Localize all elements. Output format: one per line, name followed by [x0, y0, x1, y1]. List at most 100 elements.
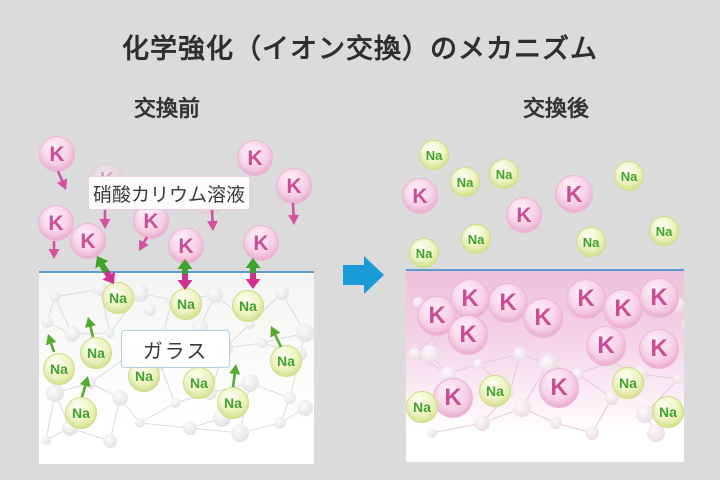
lattice-node: [297, 400, 313, 416]
k-ion: K: [639, 278, 679, 318]
lattice-node: [231, 424, 249, 442]
na-ion: Na: [489, 159, 519, 189]
k-ion: K: [639, 329, 679, 369]
lattice-node: [131, 284, 149, 302]
lattice-node: [275, 286, 289, 300]
na-ion: Na: [43, 353, 75, 385]
na-ion: Na: [232, 290, 264, 322]
after-panel-title: 交換後: [522, 96, 590, 121]
lattice-node: [585, 426, 599, 440]
k-ion: K: [168, 228, 204, 264]
k-ion: K: [39, 136, 75, 172]
k-ion: K: [488, 283, 528, 323]
k-ion: K: [603, 289, 643, 329]
exchange-out-arrow-icon: [95, 256, 109, 274]
exchange-in-arrow-icon: [177, 272, 193, 290]
k-ion: K: [276, 168, 312, 204]
exchange-in-arrow-icon: [245, 271, 261, 289]
right-arrow-icon: [343, 256, 384, 294]
k-down-arrow-icon: [99, 210, 111, 229]
glass-label-box: ガラス: [121, 330, 230, 368]
lattice-node: [284, 392, 296, 404]
k-ion: K: [237, 140, 273, 176]
exchange-out-arrow-icon: [245, 258, 261, 273]
lattice-node: [103, 434, 117, 448]
lattice-bond: [139, 402, 176, 424]
k-down-arrow-icon: [207, 209, 219, 231]
lattice-node: [409, 348, 421, 360]
exchange-out-arrow-icon: [177, 259, 193, 274]
na-up-arrow-icon: [45, 334, 57, 353]
na-ion: Na: [450, 167, 480, 197]
lattice-bond: [99, 288, 111, 334]
lattice-node: [170, 398, 180, 408]
k-ion: K: [433, 378, 473, 418]
k-ion: K: [448, 315, 488, 355]
page-title: 化学強化（イオン交換）のメカニズム: [122, 34, 598, 64]
lattice-node: [550, 417, 562, 429]
k-ion: K: [523, 298, 563, 338]
glass-lattice-before: [41, 282, 314, 448]
k-ion: K: [586, 326, 626, 366]
lattice-node: [513, 347, 527, 361]
lattice-node: [636, 405, 654, 423]
na-ion: Na: [649, 216, 679, 246]
solution-label-text: 硝酸カリウム溶液: [92, 184, 245, 206]
k-down-arrow-icon: [56, 170, 68, 190]
lattice-bond: [54, 288, 101, 298]
k-down-arrow-icon: [288, 202, 300, 225]
lattice-node: [241, 374, 259, 392]
na-up-arrow-icon: [270, 326, 283, 348]
na-ion: Na: [461, 224, 491, 254]
lattice-node: [144, 304, 156, 316]
na-ion: Na: [409, 238, 439, 268]
k-ion: K: [566, 279, 606, 319]
k-ion: K: [243, 225, 279, 261]
na-ion: Na: [270, 345, 302, 377]
lattice-node: [296, 324, 314, 342]
lattice-node: [135, 418, 145, 428]
lattice-node: [682, 319, 684, 329]
lattice-node: [112, 390, 128, 406]
k-ion: K: [539, 368, 579, 408]
na-ion: Na: [612, 367, 644, 399]
na-ion: Na: [80, 337, 112, 369]
k-ion: K: [450, 279, 490, 319]
lattice-node: [64, 326, 80, 342]
lattice-node: [183, 421, 197, 435]
k-ion: K: [506, 197, 542, 233]
lattice-node: [673, 374, 683, 384]
k-ion: K: [402, 178, 438, 214]
lattice-node: [427, 428, 437, 438]
lattice-bond: [431, 422, 483, 434]
na-ion: Na: [406, 391, 438, 423]
k-down-arrow-icon: [139, 236, 149, 251]
lattice-bond: [477, 353, 521, 365]
na-ion: Na: [576, 227, 606, 257]
k-ion: K: [38, 205, 74, 241]
solution-label-box: 硝酸カリウム溶液: [88, 176, 250, 210]
lattice-node: [605, 391, 619, 405]
lattice-node: [474, 415, 490, 431]
lattice-node: [274, 417, 286, 429]
lattice-node: [473, 359, 483, 369]
glass-label-text: ガラス: [142, 340, 209, 363]
k-down-arrow-icon: [48, 241, 60, 259]
lattice-node: [41, 316, 53, 328]
lattice-node: [41, 435, 51, 445]
na-ion: Na: [183, 367, 215, 399]
na-ion: Na: [614, 161, 644, 191]
lattice-node: [46, 384, 64, 402]
lattice-node: [647, 424, 665, 442]
k-ion: K: [555, 175, 593, 213]
lattice-bond: [139, 422, 191, 429]
na-ion: Na: [652, 396, 684, 428]
na-ion: Na: [419, 140, 449, 170]
lattice-bond: [159, 363, 176, 404]
lattice-node: [105, 328, 115, 338]
na-ion: Na: [479, 375, 511, 407]
lattice-node: [50, 292, 60, 302]
lattice-node: [257, 338, 267, 348]
